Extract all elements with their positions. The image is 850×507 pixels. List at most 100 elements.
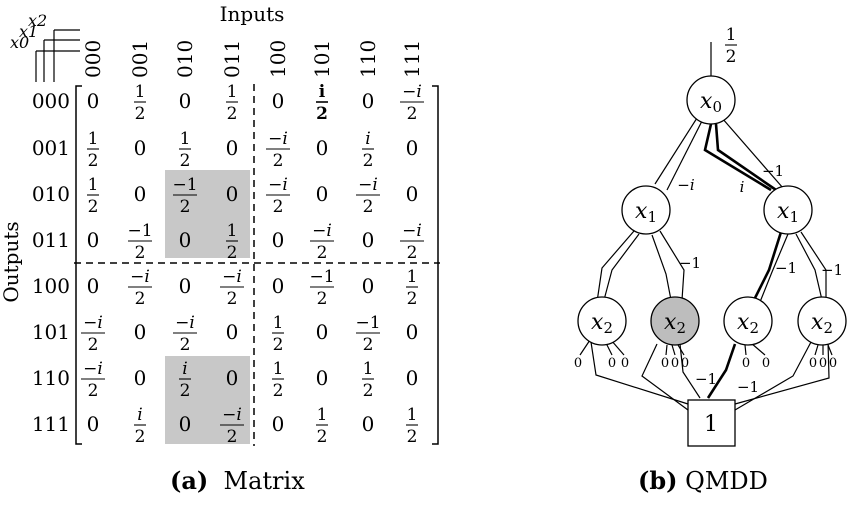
- matrix-cell: −i2: [266, 175, 290, 217]
- fraction-numerator: 1: [726, 25, 737, 45]
- node-x1-left: [621, 185, 671, 235]
- fraction-numerator: 1: [363, 359, 374, 379]
- cell-value: 0: [316, 136, 329, 160]
- fraction-denominator: 2: [317, 289, 328, 309]
- zero-edge-label: 0: [671, 356, 679, 371]
- shaded-block-upper: [165, 170, 250, 258]
- row-label: 000: [32, 89, 70, 113]
- fraction-numerator: i: [365, 129, 370, 149]
- zero-edge-label: 0: [742, 356, 750, 371]
- matrix-cell: 0: [272, 274, 285, 298]
- cell-value: 0: [179, 89, 192, 113]
- fraction-denominator: 2: [88, 381, 99, 401]
- matrix-cell: 0: [316, 182, 329, 206]
- fraction-numerator: 1: [317, 405, 328, 425]
- cell-value: 0: [87, 228, 100, 252]
- matrix-cell: 0: [134, 320, 147, 344]
- zero-edge-label: 0: [608, 356, 616, 371]
- matrix-caption-tag: (a): [170, 466, 209, 495]
- cell-value: 0: [316, 366, 329, 390]
- fraction-numerator: −1: [127, 221, 152, 241]
- zero-edge-label: 0: [762, 356, 770, 371]
- cell-value: 0: [362, 412, 375, 436]
- right-bracket: [432, 85, 439, 445]
- fraction-denominator: 2: [317, 427, 328, 447]
- fraction-numerator: 1: [273, 313, 284, 333]
- matrix-cell: 0: [362, 89, 375, 113]
- column-label: 110: [356, 40, 380, 78]
- fraction-denominator: 2: [227, 104, 238, 124]
- zero-edge-label: 0: [819, 356, 827, 371]
- matrix-cell: 0: [362, 274, 375, 298]
- fraction-numerator: 1: [227, 221, 238, 241]
- zero-edge-label: 0: [681, 356, 689, 371]
- cell-value: 0: [87, 89, 100, 113]
- matrix-cell: 0: [272, 228, 285, 252]
- fraction-numerator: i: [137, 405, 142, 425]
- node-label-x2-a: x2: [591, 310, 613, 337]
- matrix-cell: −i2: [81, 359, 105, 401]
- cell-value: 0: [179, 228, 192, 252]
- cell-value: 0: [362, 89, 375, 113]
- matrix-cell: 0: [87, 228, 100, 252]
- matrix-cell: i2: [362, 129, 374, 171]
- node-terminal: [687, 399, 736, 447]
- zero-edge-label: 0: [829, 356, 837, 371]
- fraction-numerator: −i: [175, 313, 195, 333]
- matrix-cell: 0: [87, 89, 100, 113]
- matrix-cell: 12: [362, 359, 374, 401]
- matrix-cell: 0: [226, 366, 239, 390]
- matrix-cell: 0: [87, 412, 100, 436]
- matrix-cell: −i2: [128, 267, 152, 309]
- cell-value: 0: [316, 182, 329, 206]
- edge-label-root-minus-i: −i: [677, 176, 695, 194]
- cell-value: 0: [272, 412, 285, 436]
- matrix-cell: 0: [316, 136, 329, 160]
- fraction-denominator: 2: [180, 151, 191, 171]
- root-weight-value: 12: [725, 25, 737, 67]
- matrix-cell: −i2: [400, 221, 424, 263]
- cell-value: 0: [272, 228, 285, 252]
- cell-value: 0: [226, 136, 239, 160]
- matrix-cell: −12: [127, 221, 152, 263]
- matrix-cell: −i2: [81, 313, 105, 355]
- matrix-cell: 0: [272, 412, 285, 436]
- fraction-denominator: 2: [273, 197, 284, 217]
- fraction-numerator: 1: [407, 267, 418, 287]
- fraction-numerator: −i: [268, 129, 288, 149]
- var-label-x1: x1: [19, 22, 38, 41]
- matrix-cell: 12: [226, 82, 238, 124]
- fraction-denominator: 2: [135, 243, 146, 263]
- row-label: 011: [32, 228, 70, 252]
- fraction-numerator: −i: [402, 82, 422, 102]
- matrix-cell: 12: [406, 267, 418, 309]
- edge-label-terminal-right: −1: [737, 378, 759, 396]
- matrix-cell: 0: [179, 89, 192, 113]
- matrix-cell: −12: [355, 313, 380, 355]
- matrix-cell: 0: [179, 228, 192, 252]
- matrix-cell: −i2: [356, 175, 380, 217]
- fraction-denominator: 2: [135, 104, 146, 124]
- cell-value: 0: [134, 136, 147, 160]
- node-label-x1-right: x1: [777, 199, 799, 226]
- matrix-cell: 0: [316, 320, 329, 344]
- column-label: 111: [400, 40, 424, 78]
- column-label: 001: [128, 40, 152, 78]
- matrix-cell: −12: [309, 267, 334, 309]
- fraction-denominator: 2: [316, 104, 328, 124]
- fraction-denominator: 2: [180, 335, 191, 355]
- cell-value: 0: [316, 320, 329, 344]
- node-x2-c: [723, 296, 773, 346]
- matrix-cell: 0: [134, 136, 147, 160]
- matrix-cell: −12: [172, 175, 197, 217]
- fraction-denominator: 2: [88, 197, 99, 217]
- row-label: 110: [32, 366, 70, 390]
- fraction-denominator: 2: [407, 243, 418, 263]
- row-label: 001: [32, 136, 70, 160]
- node-label-x2-c: x2: [737, 310, 759, 337]
- matrix-cell: 12: [272, 313, 284, 355]
- cell-value: 0: [179, 274, 192, 298]
- zero-edge-label: 0: [809, 356, 817, 371]
